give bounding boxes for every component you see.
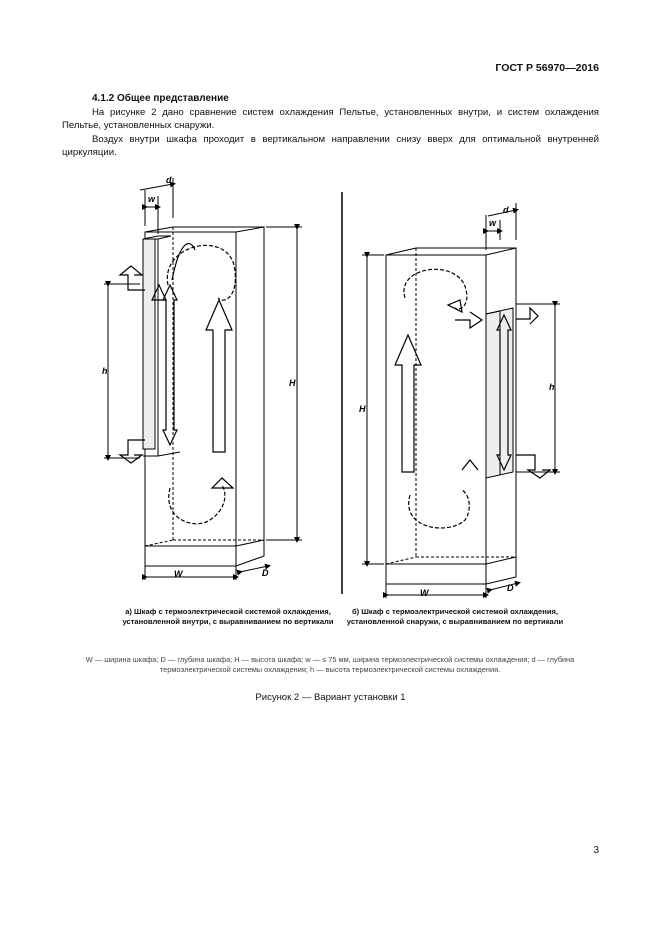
figure-diagram: d w h H W D (102, 175, 560, 598)
cabinet-b (362, 203, 560, 598)
paragraph-1: На рисунке 2 дано сравнение систем охлаж… (62, 107, 599, 131)
dim-W-a: W (174, 569, 184, 579)
section-heading: 4.1.2 Общее представление (92, 93, 229, 104)
caption-a: а) Шкаф с термоэлектрической системой ох… (122, 607, 334, 626)
figure-title: Рисунок 2 — Вариант установки 1 (255, 692, 406, 703)
cabinet-a (104, 178, 302, 580)
paragraph-2: Воздух внутри шкафа проходит в вертикаль… (62, 134, 599, 158)
dim-W-b: W (420, 588, 430, 598)
airflow-arrows-b (394, 268, 552, 529)
figure-legend: W — ширина шкафа; D — глубина шкафа; H —… (85, 655, 575, 674)
page-number: 3 (593, 845, 599, 856)
dim-D-b: D (507, 583, 514, 593)
dim-d-b: d (503, 205, 509, 215)
dim-h-small-b: h (549, 382, 555, 392)
caption-b: б) Шкаф с термоэлектрической системой ох… (346, 607, 564, 626)
dim-h-small-a: h (102, 366, 108, 376)
dim-w-a: w (148, 194, 156, 204)
gost-header: ГОСТ Р 56970—2016 (495, 62, 599, 74)
airflow-arrows-a (118, 243, 236, 525)
dim-H-a: H (289, 378, 296, 388)
dim-w-b: w (489, 218, 497, 228)
dim-D-a: D (262, 568, 269, 578)
dim-d-a: d (166, 175, 172, 185)
dim-H-b: H (359, 404, 366, 414)
